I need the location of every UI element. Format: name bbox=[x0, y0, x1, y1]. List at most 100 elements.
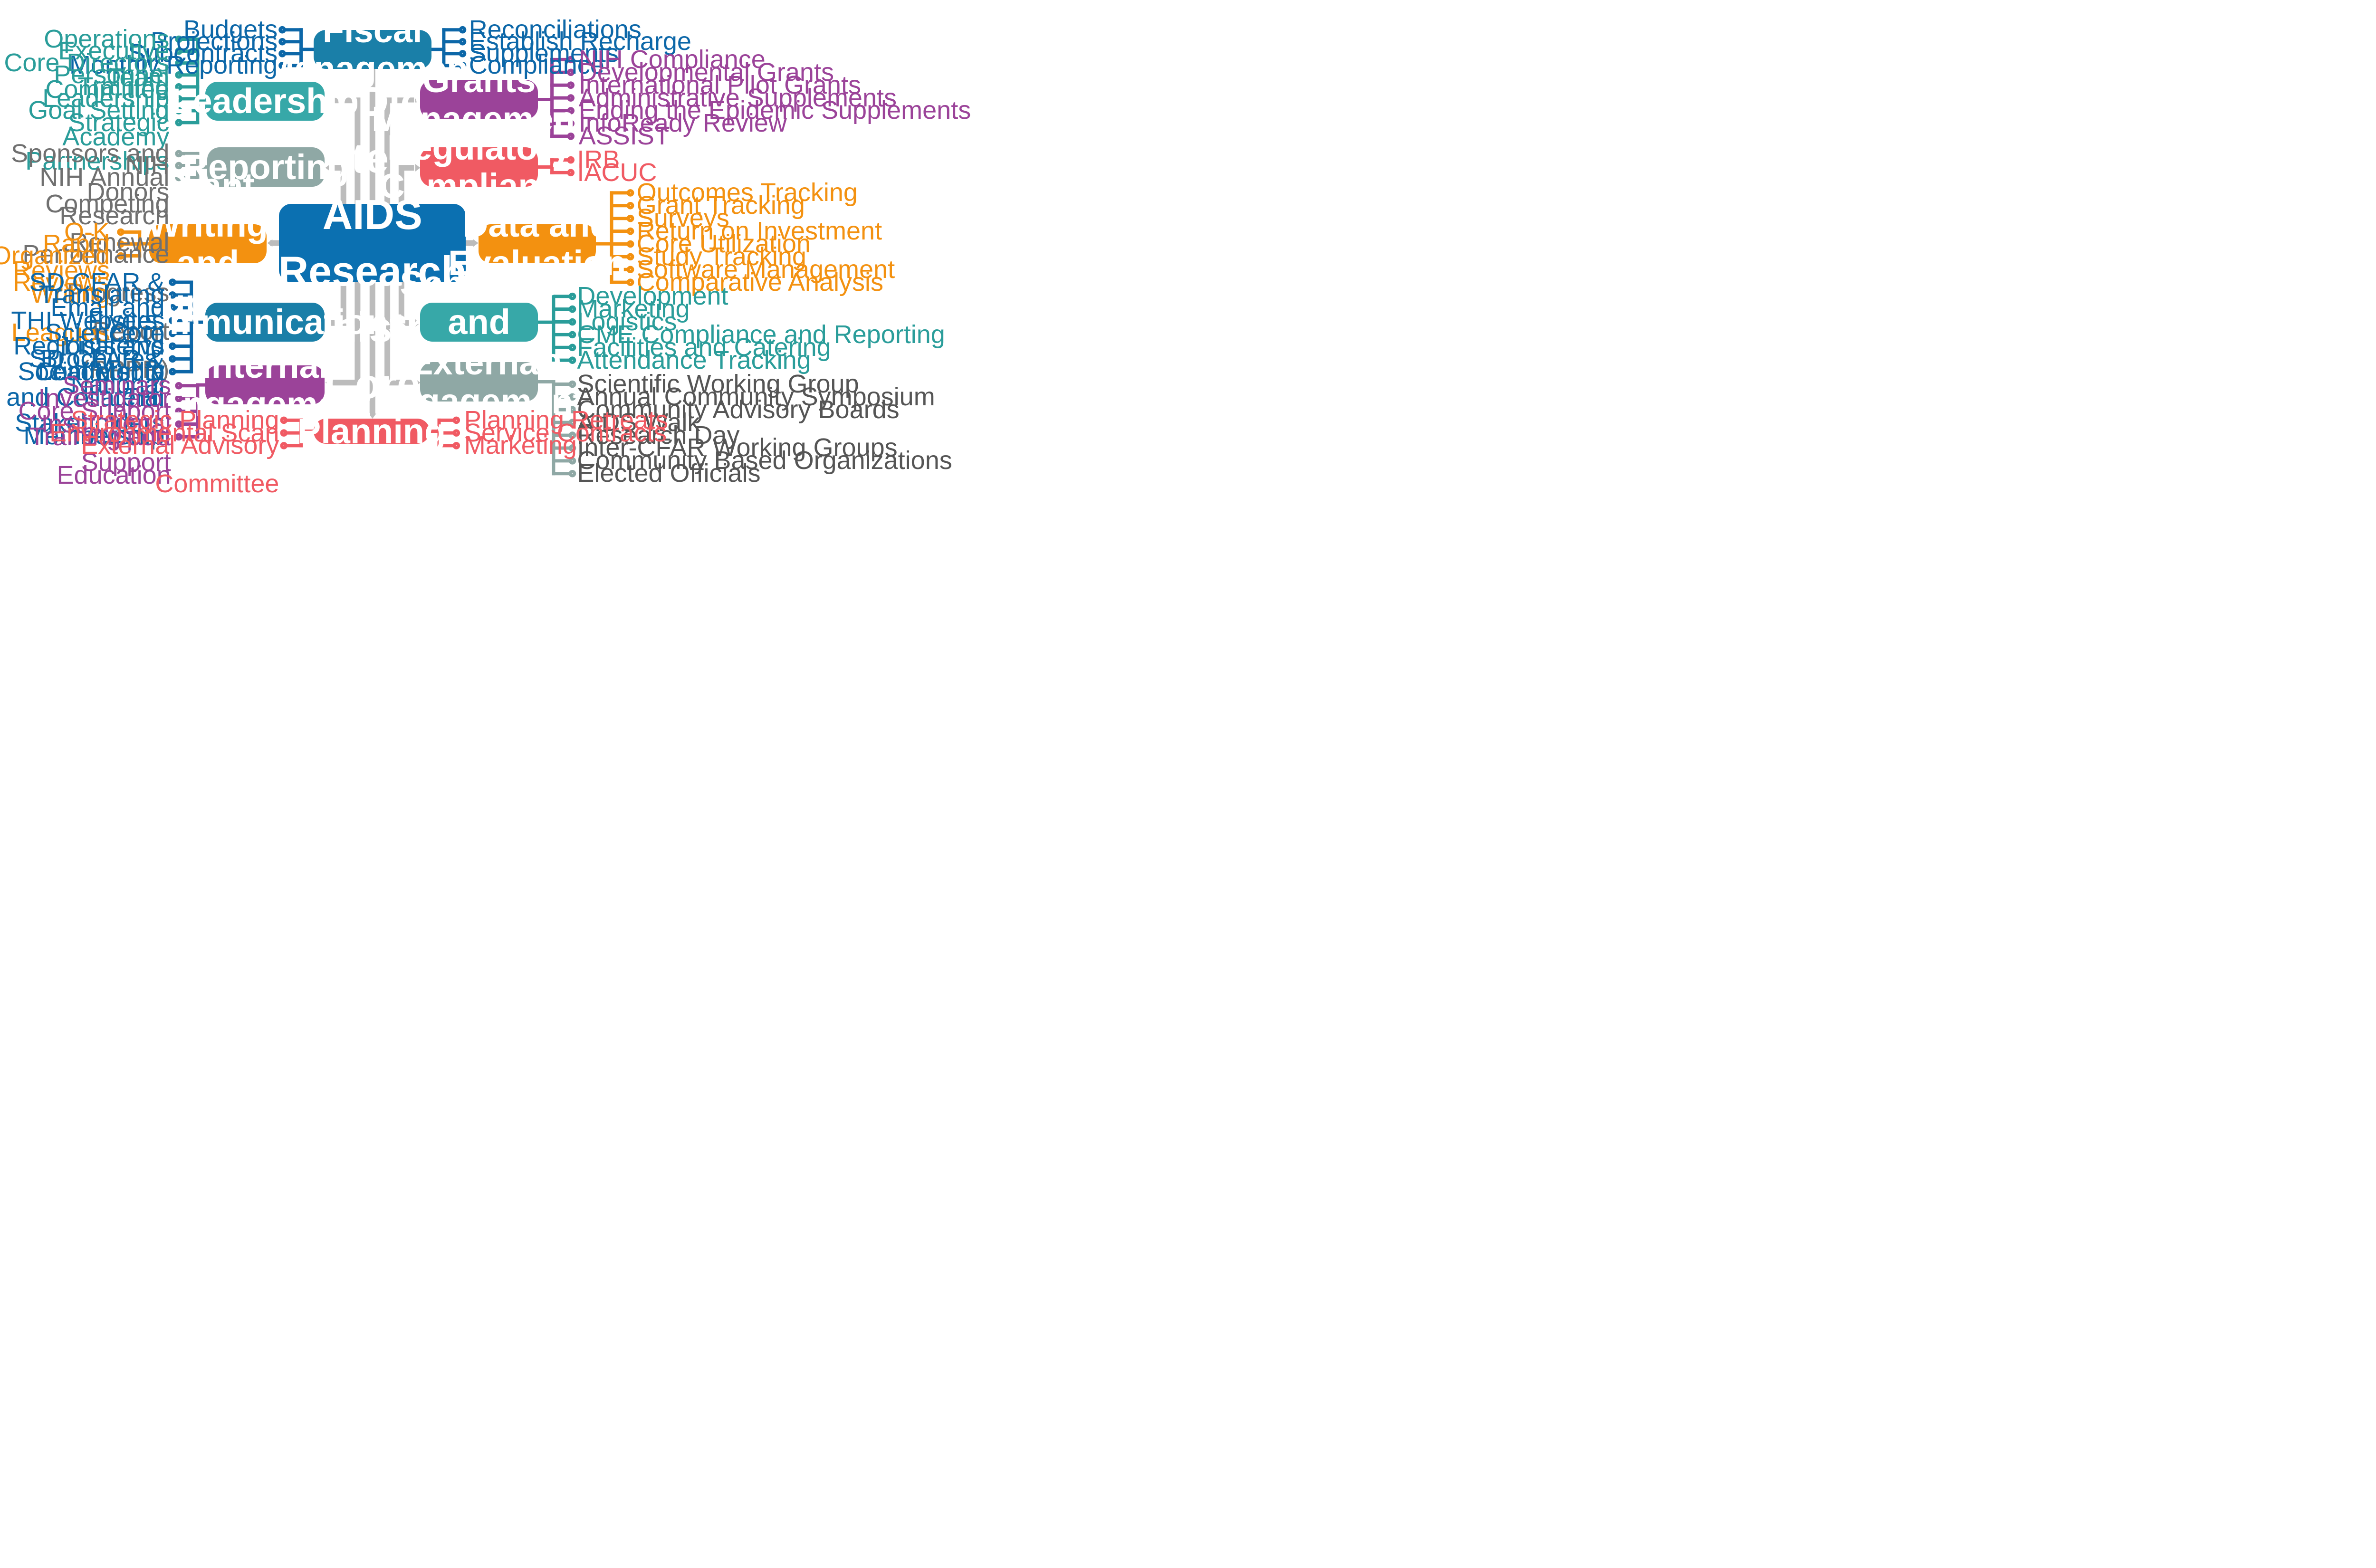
leaf-label-internal-1: Investigator Support bbox=[38, 384, 171, 451]
leaf-label-external-1: Annual Community Symposium bbox=[577, 382, 935, 411]
leaf-dot-fiscal-6 bbox=[459, 50, 467, 57]
leaf-label-reporting-1: NIH Competing Renewal bbox=[45, 151, 170, 257]
leaf-label-fiscal-6: Supplements bbox=[469, 39, 619, 68]
leaf-label-external-6: Community Based Organizations bbox=[577, 446, 952, 475]
leaf-dot-leadership-1 bbox=[175, 47, 182, 55]
leaf-dot-seminars-0 bbox=[568, 292, 576, 300]
connector-arrow-planning bbox=[368, 413, 376, 419]
connector-regulatory bbox=[398, 165, 414, 204]
leaf-dot-external-3 bbox=[568, 419, 576, 426]
leaf-label-internal-4: Training and Education bbox=[29, 422, 171, 489]
leaf-dot-fiscal-1 bbox=[278, 38, 286, 46]
leaf-dot-planning-0 bbox=[280, 416, 288, 424]
leaf-dot-seminars-4 bbox=[568, 344, 576, 352]
leaf-label-seminars-1: Marketing bbox=[577, 295, 690, 324]
leaf-label-seminars-5: Attendance Tracking bbox=[577, 345, 811, 374]
leaf-dot-data-5 bbox=[626, 253, 634, 261]
leaf-label-communications-6: SD CFAR & THI Membership bbox=[23, 344, 165, 450]
node-regulatory: Regulatory Compliance bbox=[379, 128, 578, 206]
leaf-dot-planning-2 bbox=[280, 442, 288, 449]
leaf-dot-grants-1 bbox=[567, 68, 575, 76]
leaf-dot-internal-3 bbox=[175, 420, 182, 428]
leaf-dot-data-7 bbox=[626, 278, 634, 286]
leaf-dot-external-2 bbox=[568, 406, 576, 414]
leaf-label-external-4: Research Day bbox=[577, 421, 740, 449]
leaf-dot-communications-3 bbox=[169, 316, 176, 325]
leaf-label-data-4: Core Utilization bbox=[636, 229, 811, 258]
leaf-label-leadership-1: Executive Committee bbox=[45, 37, 170, 104]
leaf-dot-leadership-3 bbox=[175, 71, 182, 79]
leaf-dot-internal-1 bbox=[175, 394, 182, 402]
node-grants: Grants Management bbox=[372, 61, 586, 138]
node-leadership: Leadership bbox=[171, 81, 359, 121]
leaf-label-grants-5: InfoReady Review bbox=[578, 109, 787, 138]
leaf-dot-regulatory-1 bbox=[567, 169, 575, 177]
leaf-label-leadership-6: Goal Setting bbox=[28, 96, 170, 125]
leaf-dot-data-4 bbox=[626, 240, 634, 248]
node-external: External Engagement bbox=[374, 343, 584, 421]
leaf-dot-leadership-5 bbox=[175, 95, 182, 103]
node-leadership-label: Leadership bbox=[171, 81, 359, 121]
leaf-dot-data-0 bbox=[626, 189, 634, 197]
leaf-dot-fiscal-7 bbox=[459, 62, 467, 69]
leaf-label-seminars-3: CME Compliance and Reporting bbox=[577, 320, 945, 349]
leaf-label-leadership-5: Leadership Academy bbox=[42, 84, 170, 152]
leaf-label-planning-2: External Advisory Committee bbox=[81, 431, 279, 498]
leaf-dot-planning-5 bbox=[452, 442, 460, 449]
leaf-dot-fiscal-3 bbox=[278, 62, 286, 69]
connector-arrow-regulatory bbox=[415, 164, 421, 172]
leaf-label-grantwriting-2: Organized Writing Leagues bbox=[0, 241, 110, 347]
leaf-label-reporting-0: Sponsors and Donors bbox=[11, 139, 170, 206]
leaf-label-grants-6: ASSIST bbox=[578, 122, 670, 151]
leaf-label-communications-5: Regional and National Stakeholders bbox=[13, 331, 165, 437]
leaf-dot-communications-1 bbox=[169, 291, 176, 299]
leaf-label-communications-2: Email and Listservs bbox=[50, 293, 165, 361]
leaf-label-grants-2: International Pilot Grants bbox=[578, 70, 862, 99]
leaf-dot-external-6 bbox=[568, 457, 576, 465]
leaf-label-leadership-3: Personnel bbox=[54, 60, 170, 89]
leaf-dot-communications-7 bbox=[169, 368, 176, 376]
node-internal: Internal Engagement bbox=[160, 346, 371, 424]
leaf-dot-communications-5 bbox=[169, 342, 176, 350]
leaf-dot-planning-1 bbox=[280, 429, 288, 437]
connector-arrow-data bbox=[473, 239, 479, 247]
connector-arrow-communications bbox=[325, 319, 331, 327]
leaf-dot-grants-2 bbox=[567, 81, 575, 89]
leaf-label-seminars-4: Facilities and Catering bbox=[577, 333, 831, 362]
leaf-dot-grantwriting-1 bbox=[117, 240, 125, 248]
leaf-dot-communications-2 bbox=[169, 304, 176, 312]
leaf-dot-data-3 bbox=[626, 227, 634, 235]
leaf-label-regulatory-0: IRB bbox=[577, 145, 620, 174]
node-internal-label: Internal Engagement bbox=[159, 345, 371, 424]
leaf-label-internal-3: Institutional Support bbox=[41, 409, 171, 477]
leaf-label-internal-2: Core Support bbox=[18, 397, 171, 426]
leaf-label-data-1: Grant Tracking bbox=[636, 191, 805, 220]
leaf-label-leadership-4: Training bbox=[77, 72, 170, 101]
leaf-dot-fiscal-0 bbox=[278, 26, 286, 34]
connector-arrow-grantwriting bbox=[267, 239, 273, 247]
leaf-dot-leadership-0 bbox=[175, 35, 182, 43]
connector-internal bbox=[331, 282, 361, 386]
leaf-dot-seminars-2 bbox=[568, 318, 576, 326]
leaf-dot-leadership-7 bbox=[175, 119, 182, 126]
node-regulatory-label: Regulatory Compliance bbox=[379, 128, 579, 206]
leaf-dot-data-2 bbox=[626, 214, 634, 222]
leaf-dot-external-0 bbox=[568, 380, 576, 388]
leaf-dot-internal-4 bbox=[175, 433, 182, 441]
leaf-label-external-3: AIDS Walk bbox=[577, 408, 700, 437]
leaf-dot-grants-3 bbox=[567, 94, 575, 102]
connector-external bbox=[384, 282, 414, 386]
leaf-label-leadership-2: Core Directors bbox=[4, 48, 170, 77]
leaf-label-leadership-0: Operations Team bbox=[44, 25, 170, 92]
leaf-label-grants-1: Developmental Grants bbox=[578, 57, 834, 86]
leaf-label-data-6: Software Management bbox=[636, 255, 895, 284]
leaf-label-grantwriting-0: O-K Reviews bbox=[12, 217, 110, 285]
leaf-label-communications-4: Core Leadership bbox=[38, 319, 165, 386]
node-data: Data and Evaluation bbox=[448, 205, 626, 283]
leaf-dot-communications-4 bbox=[169, 329, 176, 337]
leaf-label-external-0: Scientific Working Group bbox=[577, 370, 859, 398]
leaf-dot-planning-4 bbox=[452, 429, 460, 437]
node-reporting: Reporting bbox=[183, 147, 349, 187]
leaf-dot-communications-0 bbox=[169, 278, 176, 286]
leaf-dot-seminars-5 bbox=[568, 356, 576, 364]
